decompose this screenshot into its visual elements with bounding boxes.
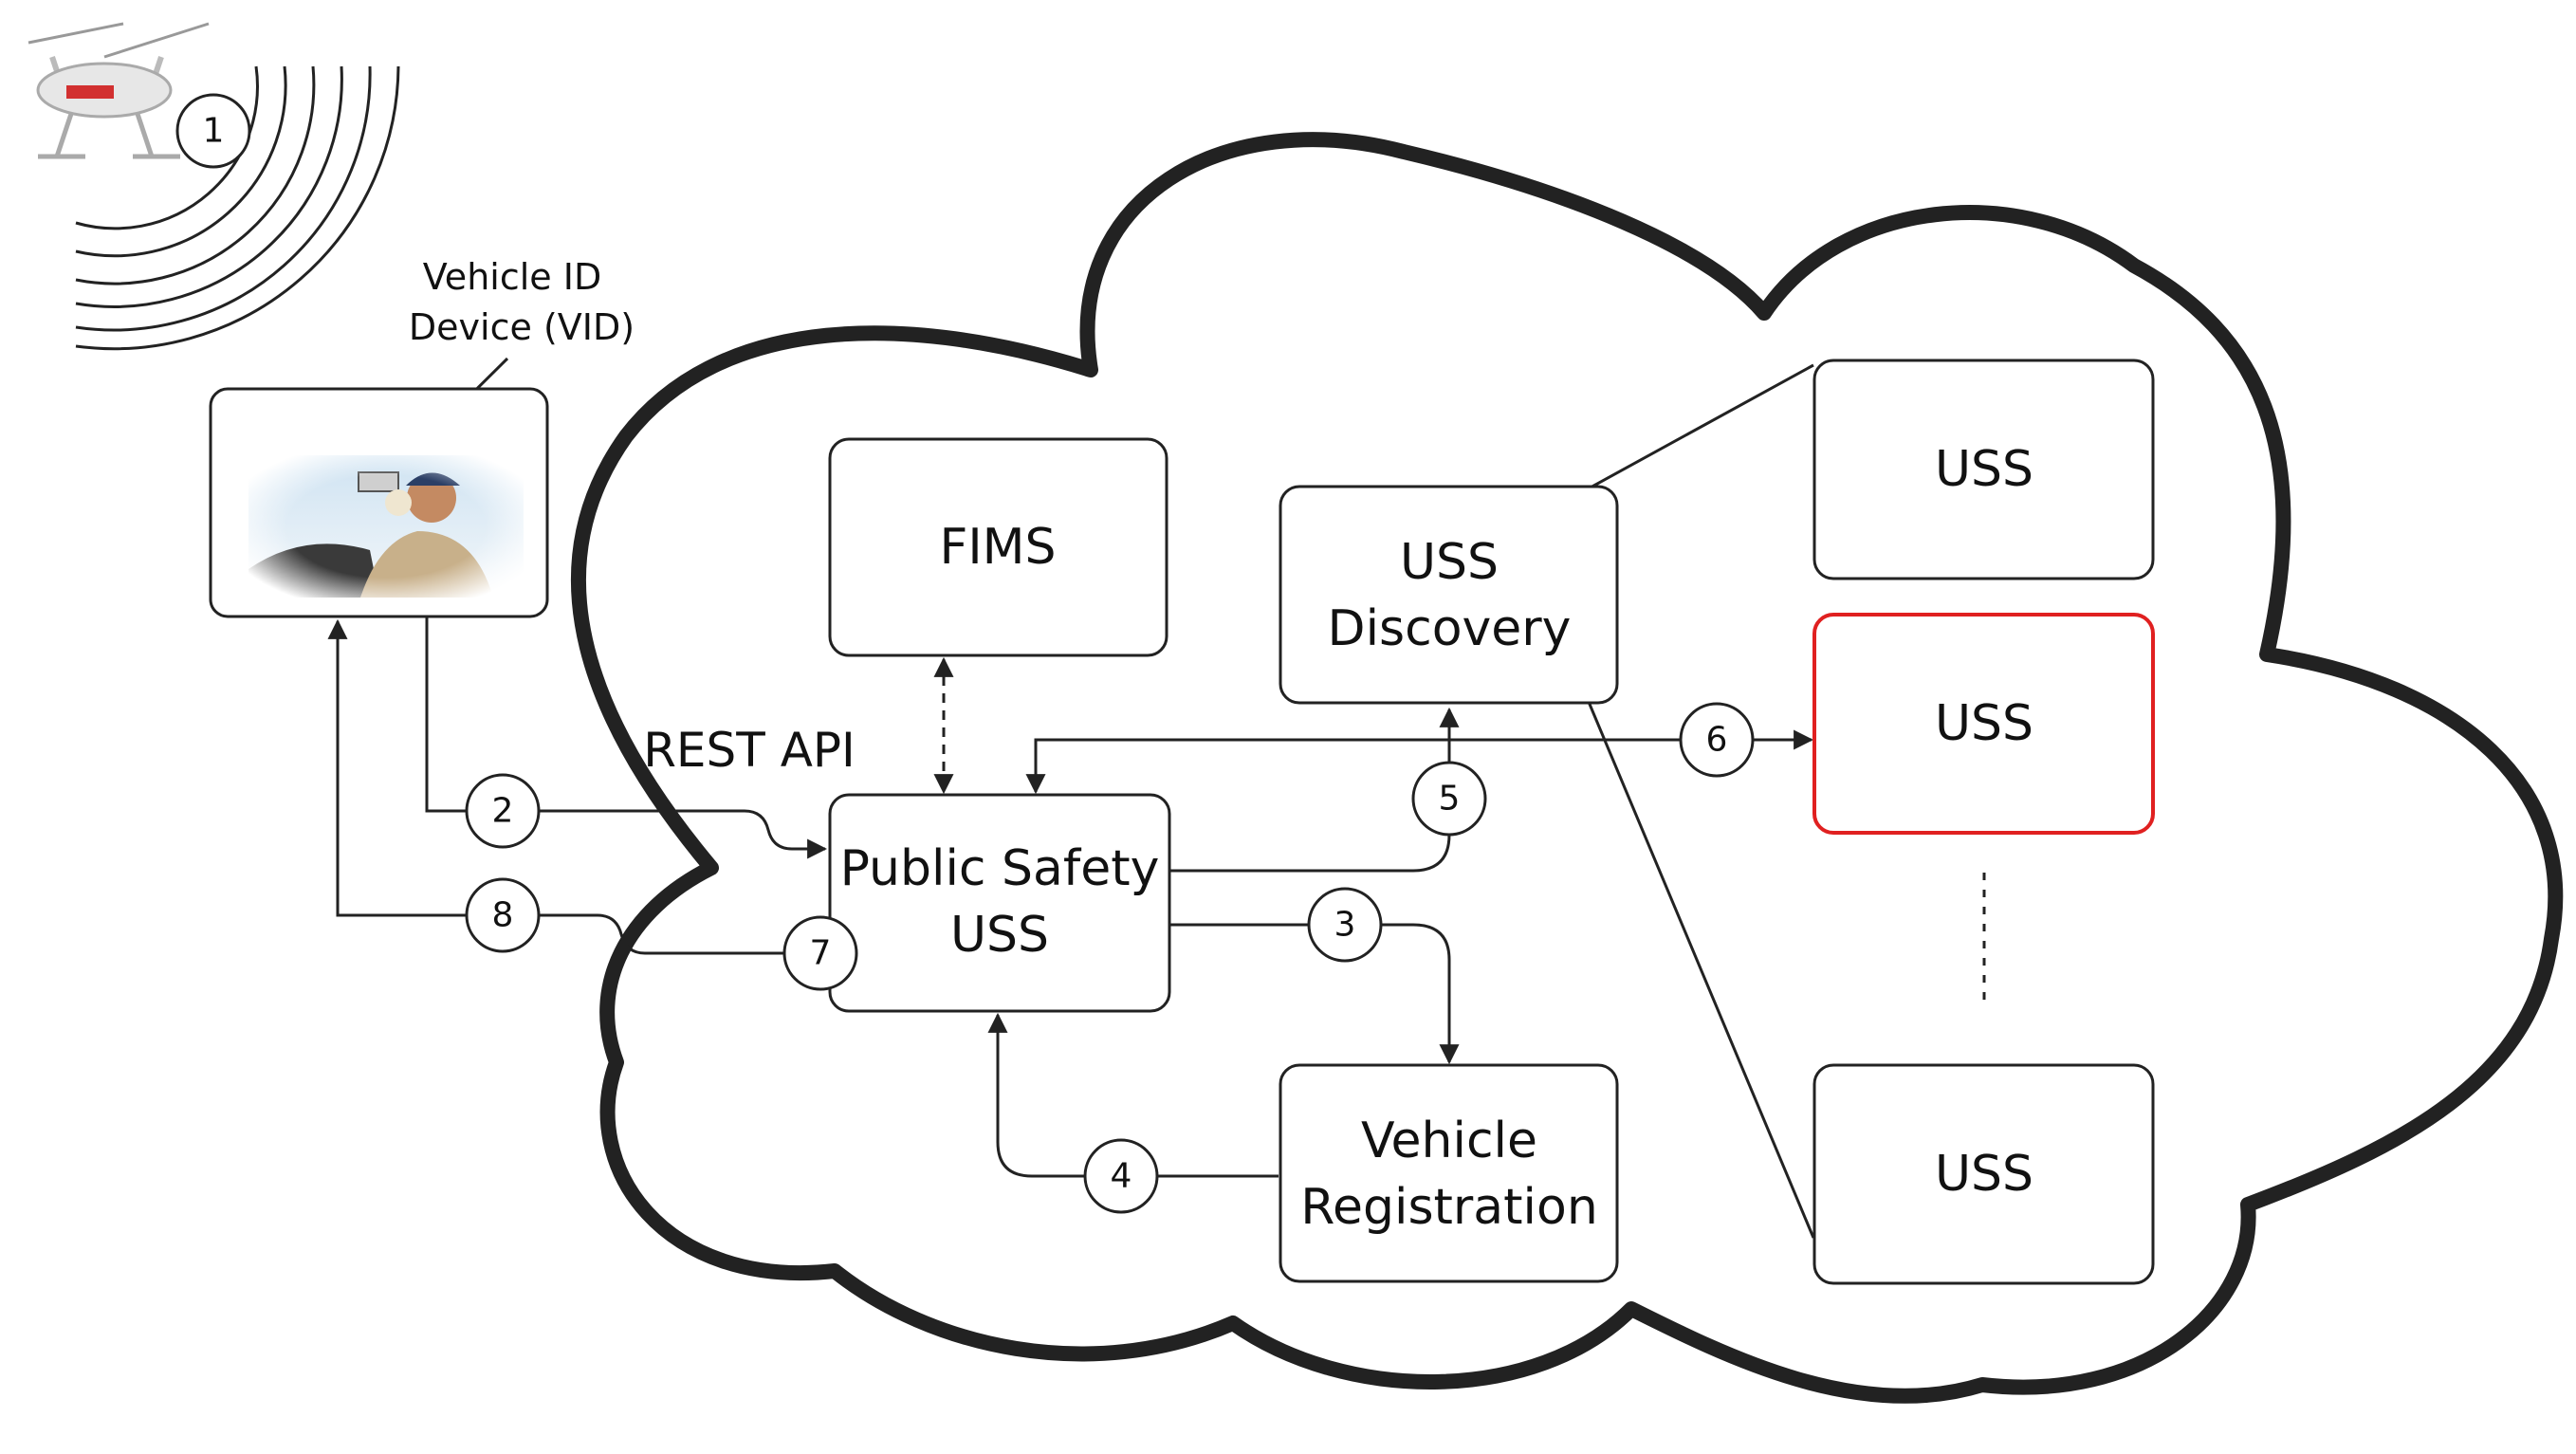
step-label-2: 2 [492,792,514,831]
uss-discovery-box [1279,485,1619,705]
step-circle-2 [465,773,541,849]
connector-step-6 [1025,729,1814,795]
step-label-1: 1 [203,112,225,151]
step-label-4: 4 [1111,1157,1132,1196]
connector-step-8 [327,618,816,955]
step-label-6: 6 [1706,721,1728,760]
step-label-5: 5 [1439,780,1461,819]
step-circle-3 [1307,887,1383,963]
step-circle-7 [782,915,858,991]
public-safety-uss-label-2: USS [950,907,1049,964]
vehicle-registration-label-1: Vehicle [1361,1113,1537,1169]
fims-box [828,437,1168,657]
uss-box-highlighted [1812,613,2155,835]
signal-waves [75,65,400,351]
fims-label: FIMS [939,519,1056,576]
vehicle-registration-label-2: Registration [1300,1179,1598,1236]
step-circle-6 [1679,702,1755,778]
drone-icon [28,22,210,159]
uss-discovery-label-2: Discovery [1328,600,1572,657]
rest-api-label: REST API [643,723,856,778]
officer-with-vid-photo [248,455,524,598]
uss-middle-label: USS [1935,695,2033,752]
step-label-7: 7 [810,934,832,973]
uss-box-bottom [1812,1063,2155,1285]
uss-top-label: USS [1935,441,2033,498]
connector-step-4 [987,1012,1279,1178]
step-circle-1 [175,93,251,169]
connector-step-3 [1168,923,1460,1065]
vid-label-line2: Device (VID) [409,306,635,348]
discovery-link-top [1588,363,1814,490]
uss-bottom-label: USS [1935,1146,2033,1203]
step-label-8: 8 [492,896,514,935]
step-circle-8 [465,877,541,953]
uss-discovery-label-1: USS [1400,534,1499,591]
public-safety-uss-label-1: Public Safety [840,840,1160,897]
vid-label-line1: Vehicle ID [423,256,601,298]
step-circle-4 [1083,1138,1159,1214]
connector-step-2 [425,617,828,859]
vehicle-registration-box [1279,1063,1619,1283]
step-label-3: 3 [1334,906,1356,945]
uss-box-top [1812,359,2155,580]
step-circle-5 [1411,761,1487,837]
public-safety-uss-box [828,793,1171,1013]
discovery-link-bottom [1587,701,1815,1239]
